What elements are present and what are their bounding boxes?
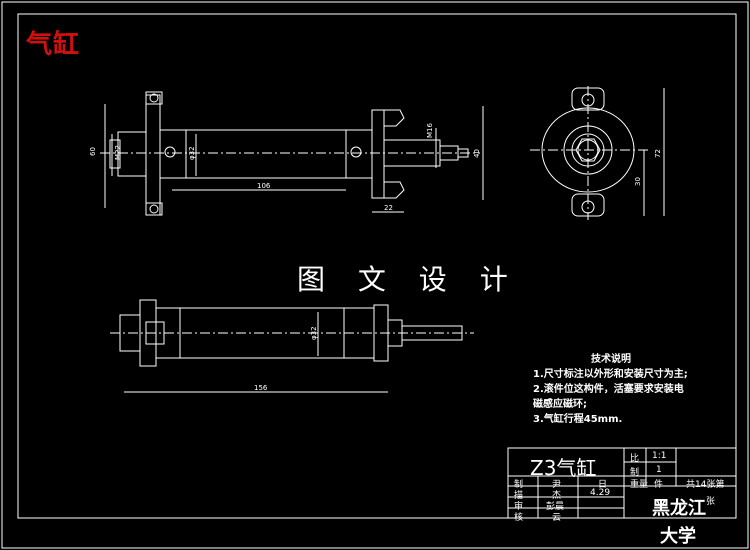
dim-30: 30 — [634, 177, 642, 186]
dim-22: 22 — [384, 204, 393, 212]
dim-156: 156 — [254, 384, 268, 392]
sheet-info: 共14张第 — [686, 480, 725, 490]
drawing-name: Z3气缸 — [530, 456, 597, 480]
tb-row-c2: 杰 — [552, 491, 562, 501]
tb-row-c2: 云 — [552, 513, 562, 523]
dim-72: 72 — [654, 149, 662, 158]
notes-line: 2.滚件位这构件，活塞要求安装电 — [533, 384, 684, 395]
dim-60: 60 — [89, 147, 97, 156]
mass-label: 重量 — [630, 480, 649, 490]
notes-line: 1.尺寸标注以外形和安装尺寸为主; — [533, 369, 688, 380]
notes-line: 3.气缸行程45mm. — [533, 414, 623, 425]
scale-label: 比 — [630, 454, 640, 464]
side-view — [530, 86, 665, 220]
dim-d32-front: φ32 — [310, 326, 318, 340]
tb-row-c1: 审 — [514, 502, 524, 512]
notes-line: 磁感应磁环; — [533, 399, 587, 410]
scale-value: 1:1 — [652, 451, 667, 461]
notes-heading: 技术说明 — [591, 354, 631, 365]
top-view — [100, 91, 484, 216]
dim-106: 106 — [257, 182, 271, 190]
watermark-title: 气缸 — [26, 30, 81, 60]
quantity-value: 1 — [656, 465, 662, 475]
tb-row-c2: 彭晨 — [546, 502, 565, 512]
dim-40: 40 — [473, 149, 481, 158]
center-watermark: 图 文 设 计 — [297, 263, 520, 296]
tb-row-c3: 4.29 — [590, 488, 611, 498]
tb-row-c1: 制 — [514, 480, 524, 490]
piece-label: 件 — [654, 480, 664, 490]
front-view — [110, 299, 474, 393]
tb-row-c1: 核 — [514, 513, 524, 523]
title-block-grid — [507, 447, 737, 519]
inner-frame — [17, 13, 737, 519]
dim-m16: M16 — [426, 123, 434, 138]
tb-row-c1: 描 — [514, 491, 524, 501]
dim-m22: M22 — [114, 145, 122, 160]
technical-notes: 技术说明 1.尺寸标注以外形和安装尺寸为主; 2.滚件位这构件，活塞要求安装电 … — [533, 352, 688, 427]
tb-row-c2: 尹 — [552, 480, 562, 490]
tb-row-c3: 日 — [598, 480, 608, 490]
school-name: 黑龙江 — [652, 498, 706, 519]
sheet-no: 张 — [706, 497, 716, 507]
quantity-label: 制 — [630, 468, 640, 478]
dim-d32: φ32 — [188, 146, 196, 160]
school-name-2: 大学 — [660, 526, 696, 547]
